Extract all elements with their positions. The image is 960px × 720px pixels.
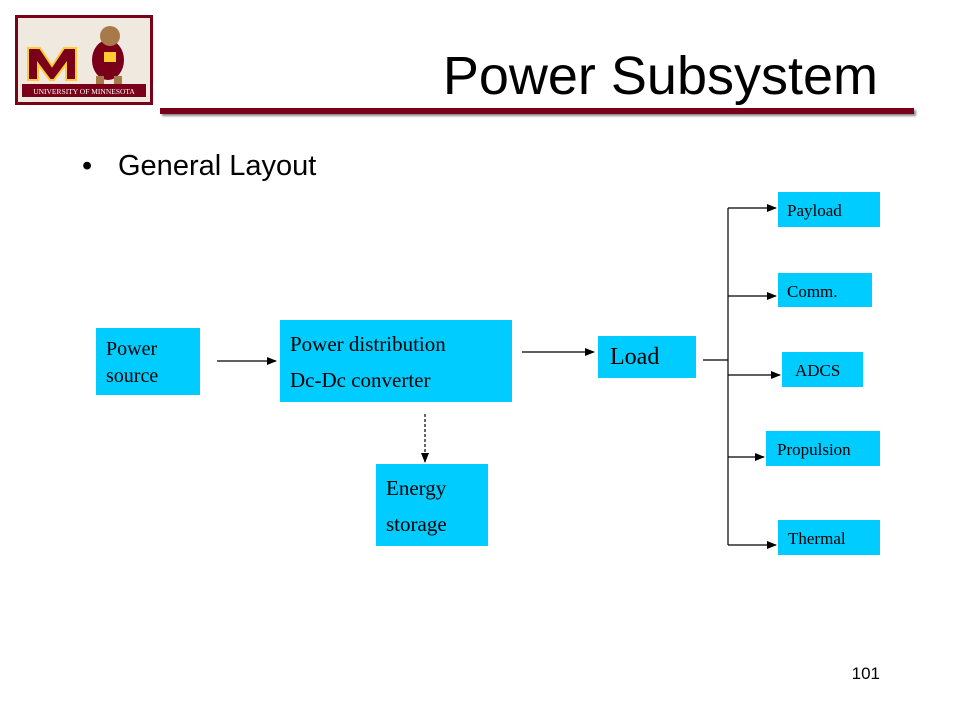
distribution-line-2: Dc-Dc converter	[290, 368, 431, 392]
bullet-text: General Layout	[118, 150, 317, 182]
subsystem-label: Comm.	[787, 282, 838, 301]
energy-storage-line-1: Energy	[386, 476, 447, 500]
subsystem-box-payload: Payload	[778, 192, 880, 227]
energy-storage-box: Energy storage	[376, 464, 488, 546]
bullet-item: • General Layout	[82, 150, 316, 183]
university-logo: UNIVERSITY OF MINNESOTA	[15, 15, 153, 105]
subsystem-label: Thermal	[788, 529, 846, 548]
power-source-line-2: source	[106, 365, 159, 387]
power-source-line-1: Power	[106, 338, 158, 360]
subsystem-box-adcs: ADCS	[782, 352, 863, 387]
logo-text: UNIVERSITY OF MINNESOTA	[33, 87, 135, 96]
slide-title: Power Subsystem	[442, 46, 878, 106]
page-number: 101	[851, 664, 880, 683]
distribution-line-1: Power distribution	[290, 332, 446, 356]
subsystem-label: Propulsion	[777, 440, 851, 459]
power-source-box: Power source	[96, 328, 200, 395]
title-rule	[160, 108, 914, 114]
subsystem-label: Payload	[787, 201, 842, 220]
subsystem-box-comm: Comm.	[778, 273, 872, 307]
power-distribution-box: Power distribution Dc-Dc converter	[280, 320, 512, 402]
gopher-logo-icon: UNIVERSITY OF MINNESOTA	[18, 18, 150, 102]
subsystem-box-thermal: Thermal	[778, 520, 880, 555]
bullet-dot-icon: •	[82, 150, 93, 182]
subsystem-label: ADCS	[795, 361, 841, 380]
load-box: Load	[598, 336, 696, 378]
subsystem-box-propulsion: Propulsion	[766, 431, 880, 466]
load-label: Load	[610, 344, 660, 370]
energy-storage-line-2: storage	[386, 512, 447, 536]
